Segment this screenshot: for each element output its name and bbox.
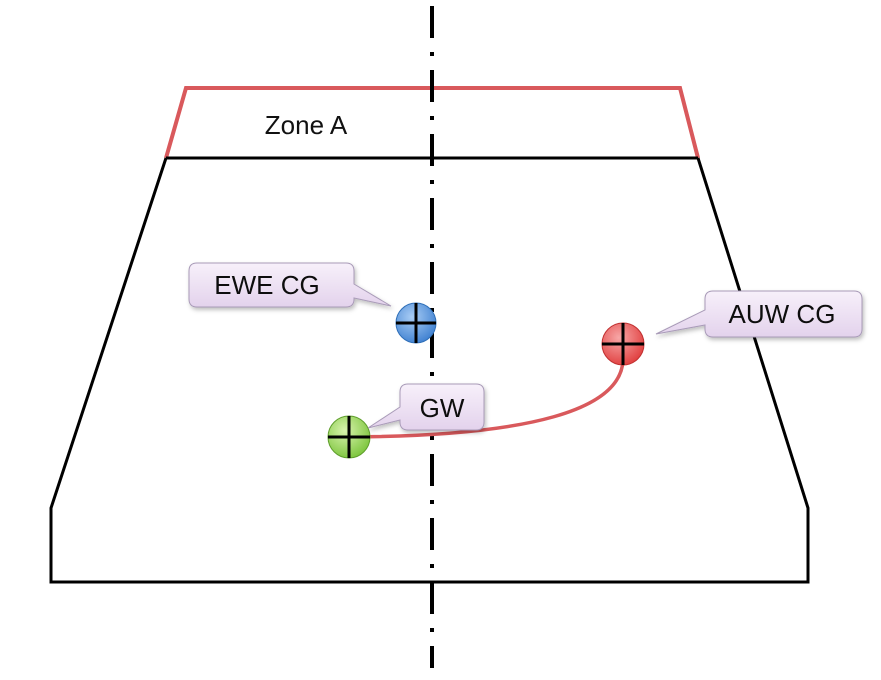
ewe-cg-callout: EWE CG	[188, 262, 392, 308]
gw-callout-box	[367, 383, 485, 431]
ewe-cg-marker	[395, 302, 437, 344]
gw-label: GW	[420, 393, 465, 423]
auw-cg-callout-box	[655, 290, 863, 338]
ewe-cg-callout-box	[188, 262, 392, 308]
cg-envelope	[49, 157, 810, 584]
envelope-outline	[49, 157, 810, 584]
zone-a-label: Zone A	[265, 110, 348, 140]
gw-marker	[327, 415, 371, 459]
cg-travel-path	[351, 359, 625, 439]
ewe-cg-label: EWE CG	[214, 270, 319, 300]
auw-cg-label: AUW CG	[729, 299, 836, 329]
auw-cg-callout: AUW CG	[655, 290, 863, 338]
auw-cg-marker	[601, 322, 645, 366]
gw-callout: GW	[367, 383, 485, 431]
